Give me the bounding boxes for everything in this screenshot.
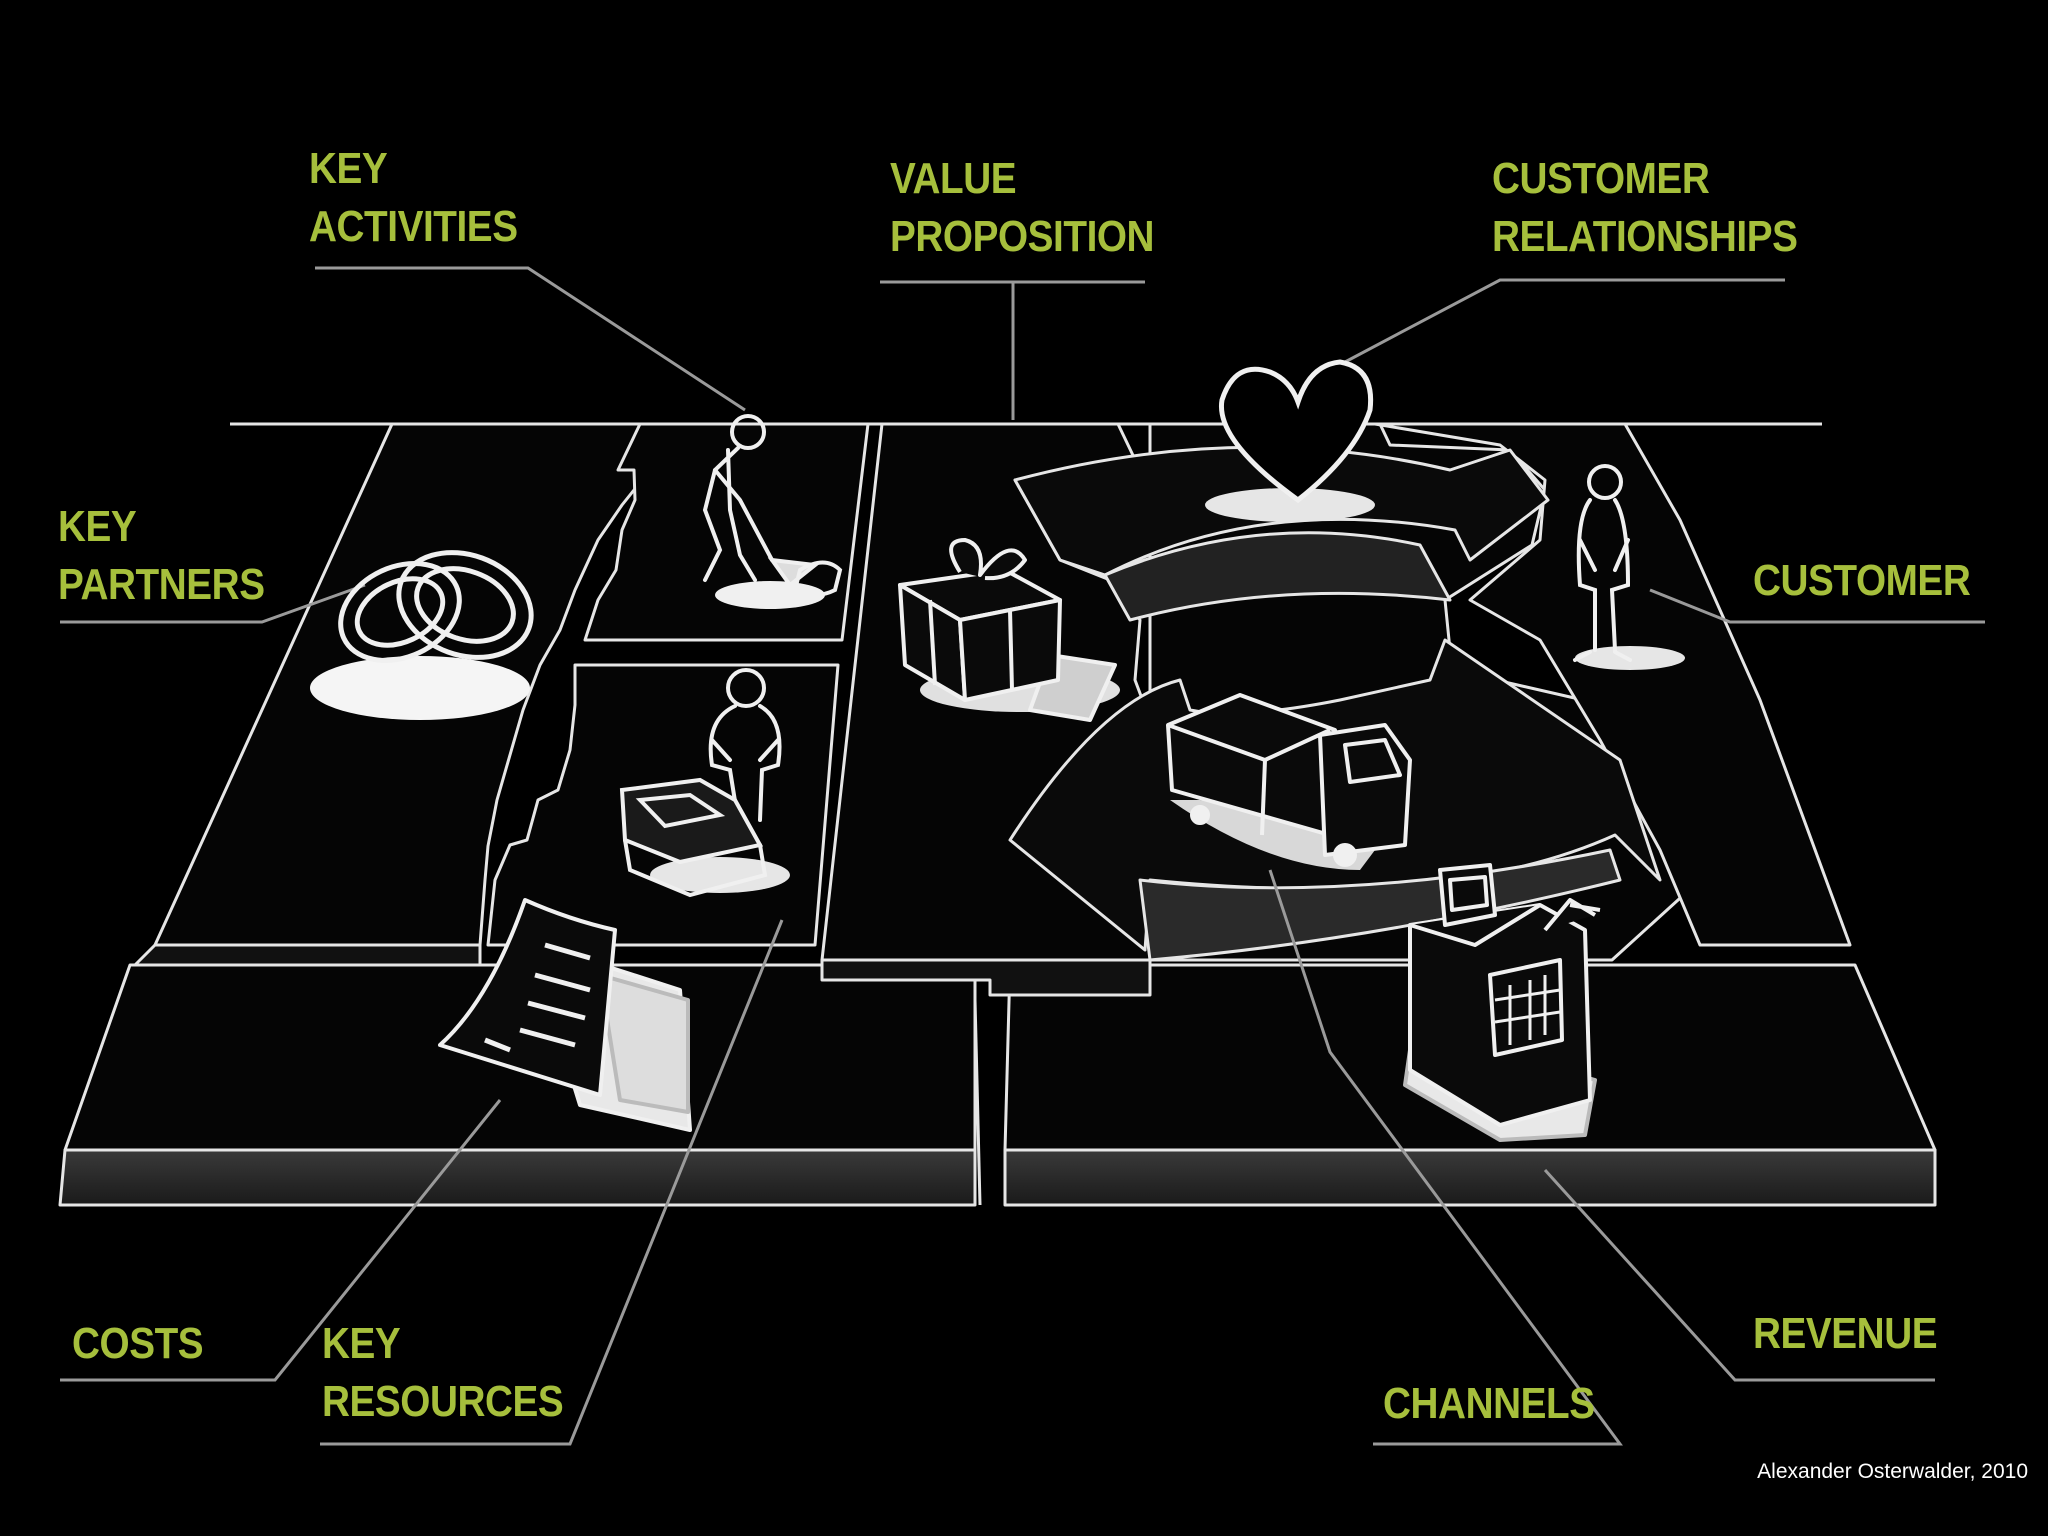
label-key-activities: KEY ACTIVITIES	[309, 140, 518, 256]
gift-box-icon	[898, 538, 1120, 722]
label-customer-line-1: CUSTOMER	[1753, 556, 1971, 605]
label-key-resources-line-1: KEY	[322, 1319, 401, 1368]
credit-text: Alexander Osterwalder, 2010	[1757, 1460, 2028, 1483]
label-costs: COSTS	[72, 1315, 204, 1373]
label-key-partners-line-2: PARTNERS	[58, 560, 265, 609]
label-customer-relationships-line-1: CUSTOMER	[1492, 154, 1710, 203]
canvas-board	[58, 422, 1937, 1207]
worker-with-machine-icon	[619, 668, 790, 898]
label-key-partners-line-1: KEY	[58, 502, 137, 551]
label-customer-relationships: CUSTOMER RELATIONSHIPS	[1492, 150, 1798, 266]
label-key-activities-line-1: KEY	[309, 144, 388, 193]
heart-icon	[1205, 359, 1375, 522]
label-key-resources: KEY RESOURCES	[322, 1315, 564, 1431]
document-pages-icon	[438, 898, 692, 1132]
label-value-proposition-line-2: PROPOSITION	[890, 212, 1155, 261]
standing-customer-icon	[1573, 464, 1685, 670]
cash-register-icon	[1403, 863, 1601, 1142]
leader-lines	[60, 266, 1985, 1446]
digging-worker-icon	[702, 414, 843, 609]
label-revenue: REVENUE	[1753, 1305, 1938, 1363]
label-channels-line-1: CHANNELS	[1383, 1379, 1595, 1428]
label-customer-relationships-line-2: RELATIONSHIPS	[1492, 212, 1798, 261]
label-customer: CUSTOMER	[1753, 552, 1971, 610]
label-costs-line-1: COSTS	[72, 1319, 204, 1368]
label-key-activities-line-2: ACTIVITIES	[309, 202, 518, 251]
delivery-truck-icon	[1166, 693, 1412, 870]
label-value-proposition: VALUE PROPOSITION	[890, 150, 1155, 266]
interlocked-rings-icon	[310, 550, 534, 720]
label-value-proposition-line-1: VALUE	[890, 154, 1017, 203]
label-key-resources-line-2: RESOURCES	[322, 1377, 564, 1426]
label-revenue-line-1: REVENUE	[1753, 1309, 1938, 1358]
label-channels: CHANNELS	[1383, 1375, 1595, 1433]
label-key-partners: KEY PARTNERS	[58, 498, 265, 614]
